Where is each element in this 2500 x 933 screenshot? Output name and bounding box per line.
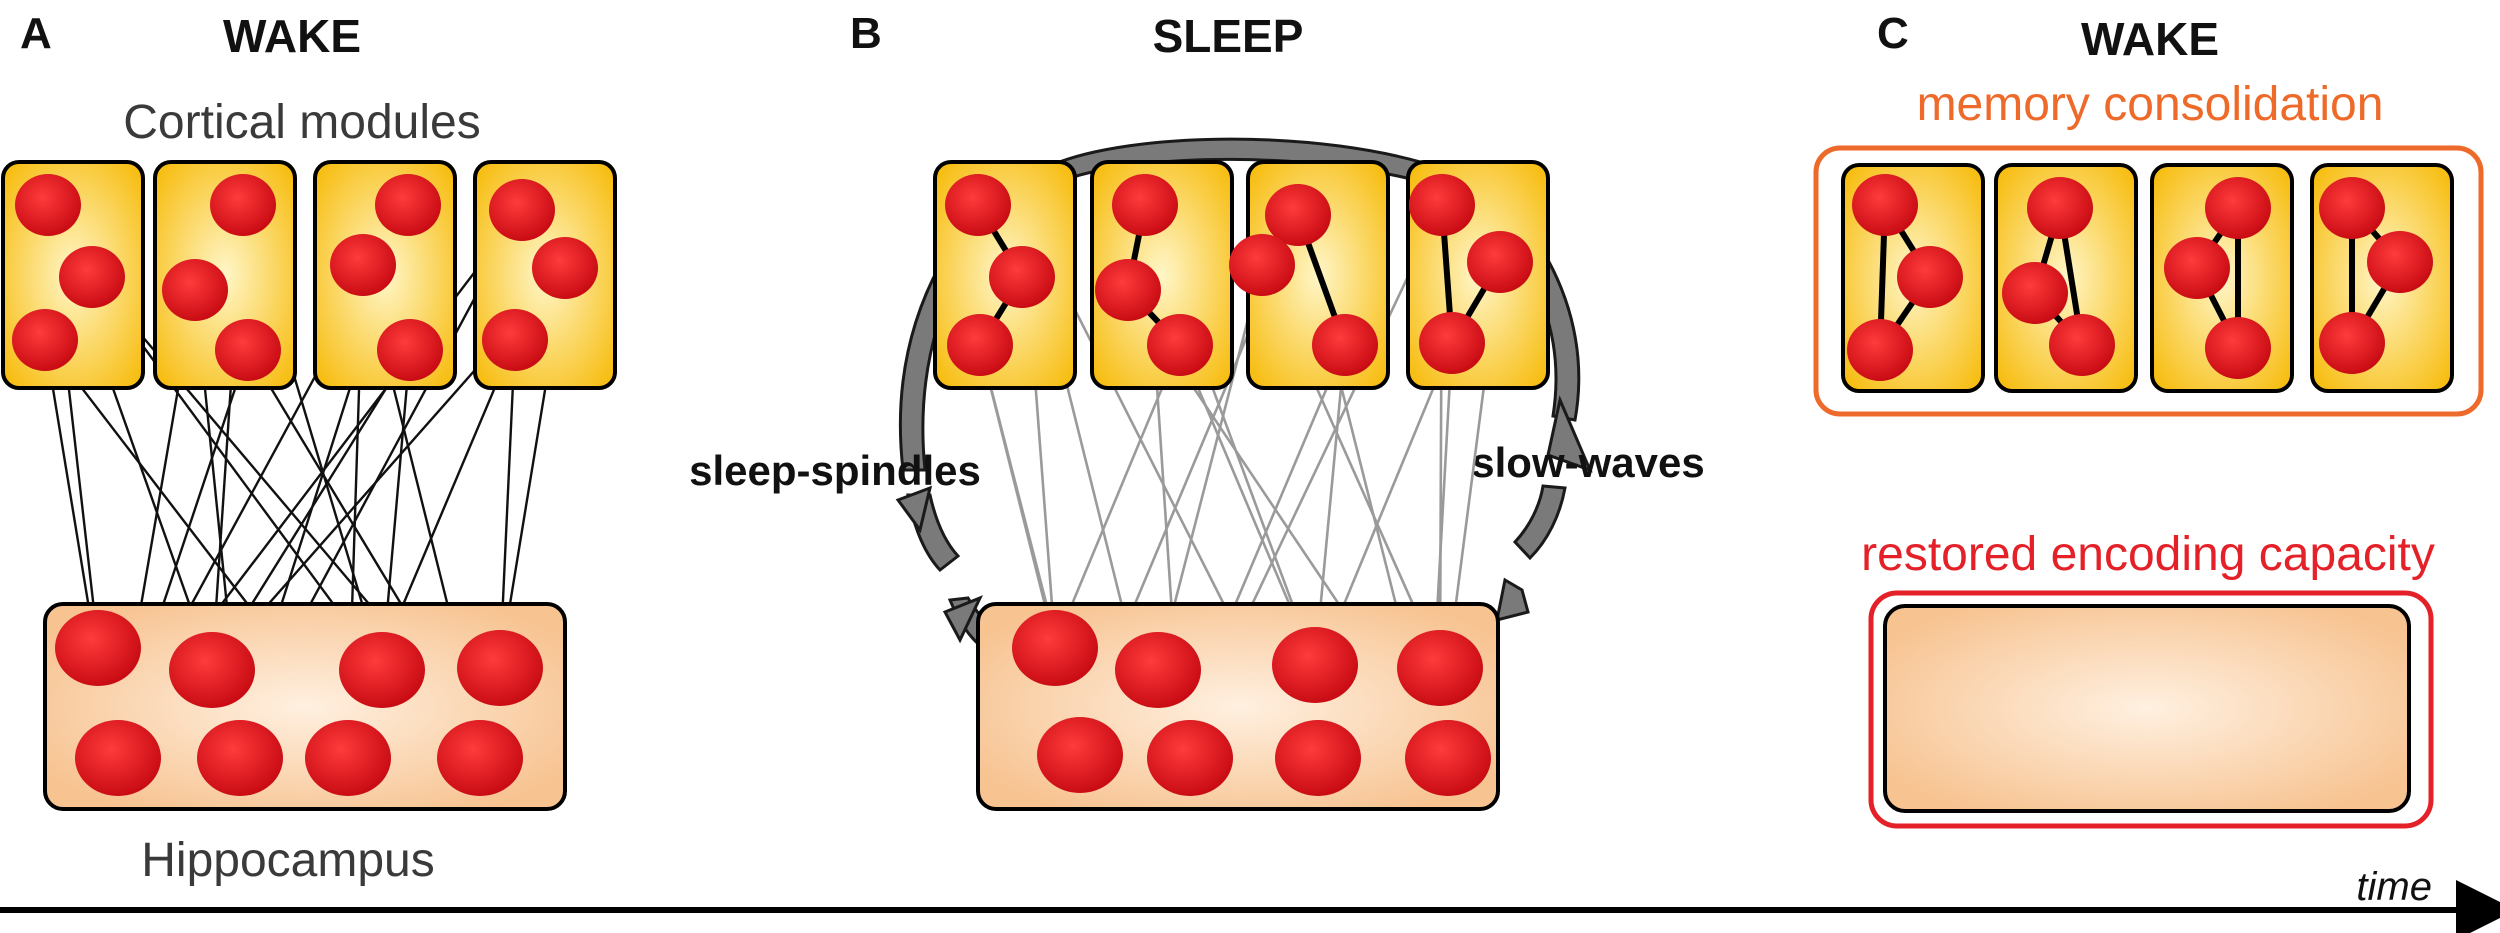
cortical-neuron bbox=[377, 319, 443, 381]
cortical-neuron bbox=[1112, 174, 1178, 236]
memory-consolidation-label: memory consolidation bbox=[1917, 78, 2384, 131]
cortical-neuron bbox=[12, 309, 78, 371]
panel-b: B SLEEP sleep-spindles slow-waves bbox=[689, 9, 1705, 811]
cortical-neuron bbox=[1852, 174, 1918, 236]
cortical-neuron bbox=[1229, 234, 1295, 296]
hippocampal-neuron bbox=[1397, 630, 1483, 706]
cortical-neuron bbox=[162, 259, 228, 321]
panel-a-state-title: WAKE bbox=[223, 10, 361, 62]
hippocampal-neuron bbox=[1405, 720, 1491, 796]
panel-a-letter: A bbox=[20, 9, 52, 58]
cortical-neuron bbox=[1467, 231, 1533, 293]
hippocampus-label: Hippocampus bbox=[141, 834, 434, 887]
restored-encoding-capacity-label: restored encoding capacity bbox=[1861, 528, 2435, 581]
hippocampal-neuron bbox=[1012, 610, 1098, 686]
cortical-neuron bbox=[215, 319, 281, 381]
hippocampal-neuron bbox=[197, 720, 283, 796]
cortical-neuron bbox=[2319, 177, 2385, 239]
hippocampal-neuron bbox=[1147, 720, 1233, 796]
hippocampal-neuron bbox=[1037, 717, 1123, 793]
cortical-neuron bbox=[482, 309, 548, 371]
cortical-neuron bbox=[2205, 177, 2271, 239]
panel-c-letter: C bbox=[1877, 9, 1909, 58]
cortical-neuron bbox=[532, 237, 598, 299]
panel-b-letter: B bbox=[850, 9, 882, 58]
hippocampal-neuron bbox=[169, 632, 255, 708]
cortical-neuron bbox=[2164, 237, 2230, 299]
cortical-neuron bbox=[1419, 312, 1485, 374]
cortical-neuron bbox=[1409, 174, 1475, 236]
panel-c: C WAKE memory consolidation bbox=[1813, 9, 2484, 829]
slow-waves-label: slow-waves bbox=[1471, 439, 1704, 486]
cortical-neuron bbox=[945, 174, 1011, 236]
cortical-neuron bbox=[2027, 177, 2093, 239]
cortical-neuron bbox=[947, 314, 1013, 376]
cortical-neuron bbox=[1312, 314, 1378, 376]
left-arrowhead-bottom bbox=[942, 595, 984, 644]
hippocampus-restored bbox=[1883, 604, 2411, 813]
cortical-neuron bbox=[2049, 314, 2115, 376]
cortical-modules-label: Cortical modules bbox=[123, 96, 480, 149]
neurons-sleep bbox=[945, 174, 1533, 796]
panel-c-state-title: WAKE bbox=[2081, 13, 2219, 65]
hippocampal-neuron bbox=[75, 720, 161, 796]
right-arrowhead-lower bbox=[1495, 577, 1530, 623]
cortical-neuron bbox=[989, 246, 1055, 308]
hippocampal-neuron bbox=[55, 610, 141, 686]
hippocampal-neuron bbox=[1115, 632, 1201, 708]
cortical-neuron bbox=[2002, 262, 2068, 324]
cortical-neuron bbox=[330, 234, 396, 296]
consolidation-frame bbox=[1813, 145, 2484, 417]
right-arc-arrow-lower bbox=[1512, 484, 1567, 561]
hippocampal-neuron bbox=[1275, 720, 1361, 796]
capacity-frame bbox=[1868, 590, 2434, 829]
time-label: time bbox=[2356, 865, 2432, 909]
cortical-neuron bbox=[1265, 184, 1331, 246]
hippocampal-neuron bbox=[437, 720, 523, 796]
panel-b-state-title: SLEEP bbox=[1153, 10, 1304, 62]
cortical-neuron bbox=[1147, 314, 1213, 376]
cortical-neuron bbox=[2205, 317, 2271, 379]
cortical-neuron bbox=[1897, 246, 1963, 308]
hippocampal-neuron bbox=[457, 630, 543, 706]
cortical-neuron bbox=[489, 179, 555, 241]
hippocampal-neuron bbox=[1272, 627, 1358, 703]
neurons-consolidated bbox=[1847, 174, 2433, 381]
right-arrowhead-upper bbox=[1546, 395, 1593, 473]
hippocampal-neuron bbox=[339, 632, 425, 708]
hippocampal-neuron bbox=[305, 720, 391, 796]
cortical-neuron bbox=[1847, 319, 1913, 381]
panel-a: A WAKE Cortical modules bbox=[1, 9, 617, 887]
cortical-neuron bbox=[59, 246, 125, 308]
neurons-wake bbox=[12, 174, 598, 796]
cortical-neuron bbox=[210, 174, 276, 236]
cortical-neuron bbox=[2319, 312, 2385, 374]
cortical-neuron bbox=[1095, 259, 1161, 321]
left-arrowhead-lower bbox=[895, 485, 933, 534]
cortical-neuron bbox=[375, 174, 441, 236]
sleep-spindles-label: sleep-spindles bbox=[689, 447, 981, 494]
cortical-neuron bbox=[2367, 231, 2433, 293]
cortical-neuron bbox=[15, 174, 81, 236]
time-axis: time bbox=[0, 865, 2500, 933]
